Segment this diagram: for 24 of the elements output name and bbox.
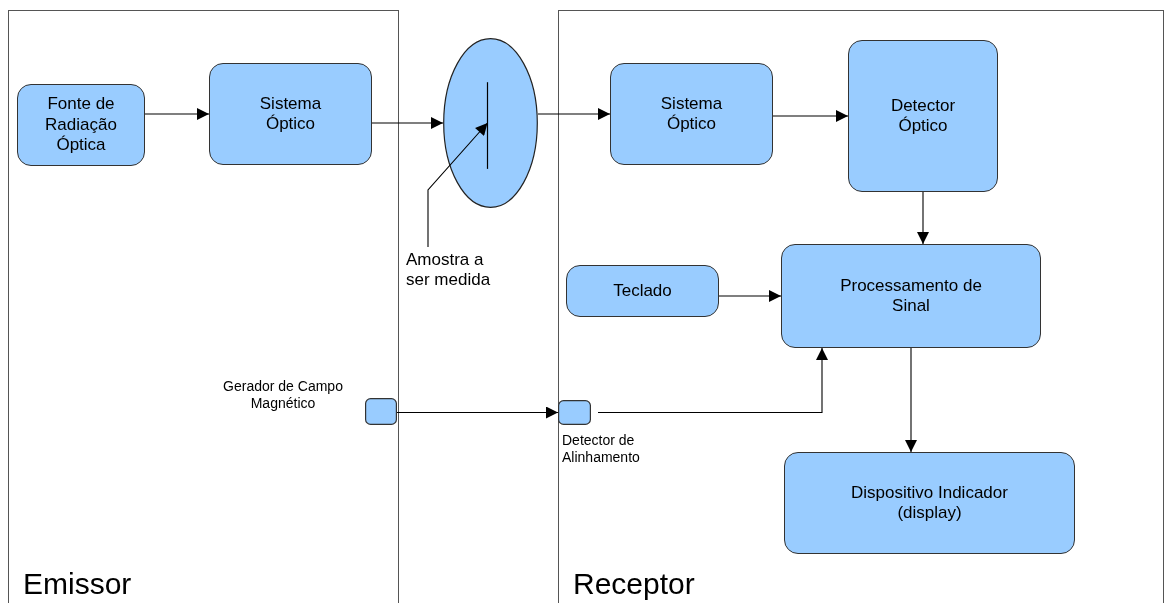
panel-frame [558,10,1164,603]
leader-line [427,122,489,248]
panel-heading: Emissor [23,567,132,601]
component-caption: Detector de Alinhamento [562,432,641,466]
process-box: Dispositivo Indicador (display) [784,452,1075,554]
process-box: Sistema Óptico [209,63,372,165]
process-box: Teclado [566,265,719,317]
callout-text: Amostra a ser medida [406,250,506,294]
arrow [718,290,782,302]
arrow [905,347,917,453]
arrow [772,110,849,122]
process-box: Fonte de Radiação Óptica [17,84,145,166]
arrow [597,347,828,414]
arrow [371,117,444,129]
arrow [396,406,559,419]
arrow [537,108,611,120]
component-caption: Gerador de Campo Magnético [222,378,344,412]
process-box: Detector Óptico [848,40,998,192]
process-box: Processamento de Sinal [781,244,1041,348]
panel-frame [8,10,399,603]
panel-heading: Receptor [573,567,695,601]
process-box: Sistema Óptico [610,63,773,165]
arrow [917,191,929,245]
arrow [144,108,210,120]
